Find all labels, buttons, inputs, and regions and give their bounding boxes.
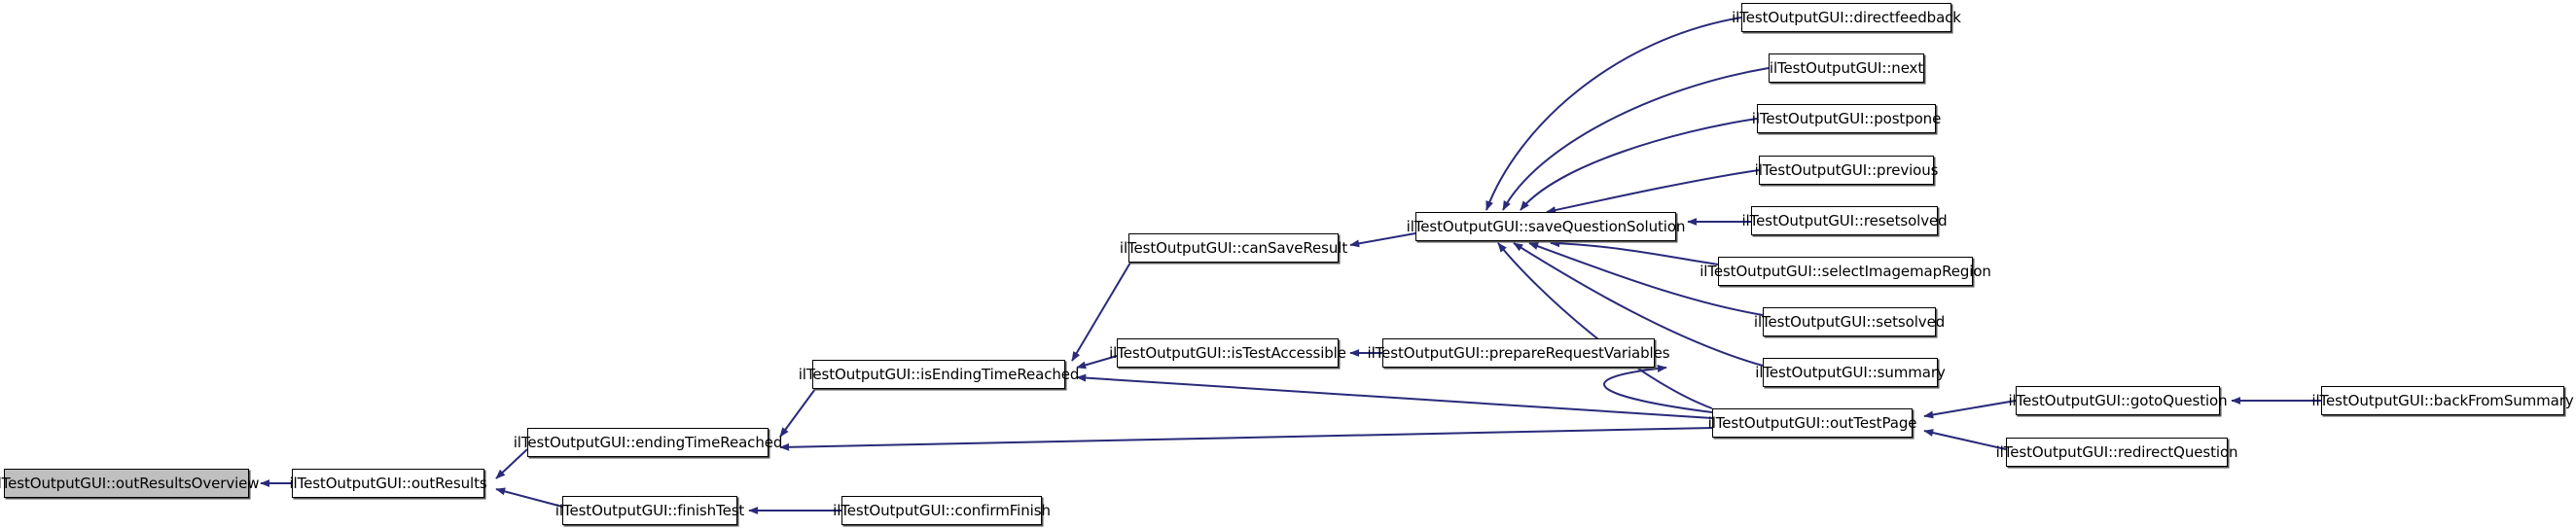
graph-node-label: ilTestOutputGUI::previous [1754,160,1939,179]
graph-edge-isEndingTimeReached-to-endingTimeReached [779,388,816,438]
graph-edge-next-to-saveQuestionSolution [1502,67,1770,211]
graph-node-isTestAccessible[interactable]: ilTestOutputGUI::isTestAccessible [1109,338,1346,368]
graph-node-label: ilTestOutputGUI::resetsolved [1741,211,1948,229]
graph-node-label: ilTestOutputGUI::setsolved [1753,312,1946,331]
graph-node-label: ilTestOutputGUI::isTestAccessible [1109,343,1346,362]
graph-node-directfeedback[interactable]: ilTestOutputGUI::directfeedback [1732,3,1961,32]
graph-node-label: ilTestOutputGUI::endingTimeReached [513,433,783,451]
graph-node-next[interactable]: ilTestOutputGUI::next [1769,53,1924,83]
graph-node-label: ilTestOutputGUI::outTestPage [1707,413,1917,432]
graph-node-label: ilTestOutputGUI::selectImagemapRegion [1699,262,1991,280]
graph-node-finishTest[interactable]: ilTestOutputGUI::finishTest [555,496,744,525]
graph-node-label: ilTestOutputGUI::canSaveResult [1119,238,1348,257]
graph-node-label: ilTestOutputGUI::summary [1755,363,1946,381]
graph-node-canSaveResult[interactable]: ilTestOutputGUI::canSaveResult [1120,233,1347,263]
graph-node-label: ilTestOutputGUI::prepareRequestVariables [1367,343,1670,362]
graph-edge-selectImagemapRegion-to-saveQuestionSolution [1550,239,1719,265]
graph-edge-outTestPage-to-saveQuestionSolution [1497,242,1713,409]
graph-node-prepareRequestVariables[interactable]: ilTestOutputGUI::prepareRequestVariables [1368,338,1670,368]
graph-edge-saveQuestionSolution-to-canSaveResult [1349,232,1416,248]
graph-node-saveQuestionSolution[interactable]: ilTestOutputGUI::saveQuestionSolution [1407,212,1685,241]
graph-node-label: ilTestOutputGUI::saveQuestionSolution [1406,217,1686,235]
graph-node-gotoQuestion[interactable]: ilTestOutputGUI::gotoQuestion [2008,386,2228,415]
graph-node-label: ilTestOutputGUI::postpone [1751,109,1942,127]
graph-edge-postpone-to-saveQuestionSolution [1520,118,1758,211]
graph-node-outTestPage[interactable]: ilTestOutputGUI::outTestPage [1708,408,1916,438]
graph-node-outResults[interactable]: ilTestOutputGUI::outResults [289,469,487,498]
graph-node-previous[interactable]: ilTestOutputGUI::previous [1755,156,1938,185]
graph-edge-outTestPage-to-endingTimeReached [779,427,1713,451]
graph-edge-endingTimeReached-to-outResults [495,448,528,479]
graph-node-redirectQuestion[interactable]: ilTestOutputGUI::redirectQuestion [1996,438,2238,467]
graph-node-selectImagemapRegion[interactable]: ilTestOutputGUI::selectImagemapRegion [1699,257,1991,286]
graph-node-backFromSummary[interactable]: ilTestOutputGUI::backFromSummary [2311,386,2574,415]
graph-node-label: ilTestOutputGUI::backFromSummary [2311,391,2574,409]
graph-node-isEndingTimeReached[interactable]: ilTestOutputGUI::isEndingTimeReached [799,360,1079,389]
graph-node-label: ilTestOutputGUI::redirectQuestion [1995,442,2238,461]
graph-edge-outTestPage-to-isEndingTimeReached [1076,373,1713,419]
graph-node-label: ilTestOutputGUI::confirmFinish [833,501,1051,519]
graph-node-label: ilTestOutputGUI::isEndingTimeReached [798,365,1080,383]
graph-node-confirmFinish[interactable]: ilTestOutputGUI::confirmFinish [833,496,1051,525]
graph-node-label: ilTestOutputGUI::outResultsOverview [0,474,260,492]
graph-node-setsolved[interactable]: ilTestOutputGUI::setsolved [1754,307,1945,336]
graph-node-resetsolved[interactable]: ilTestOutputGUI::resetsolved [1741,206,1948,235]
graph-node-label: ilTestOutputGUI::directfeedback [1732,8,1961,26]
graph-node-summary[interactable]: ilTestOutputGUI::summary [1755,358,1946,387]
graph-edge-previous-to-saveQuestionSolution [1546,169,1760,214]
graph-node-outResultsOverview[interactable]: ilTestOutputGUI::outResultsOverview [0,469,260,498]
graph-edge-outTestPage-to-prepareRequestVariables [1603,364,1713,413]
graph-node-endingTimeReached[interactable]: ilTestOutputGUI::endingTimeReached [514,428,782,457]
graph-node-label: ilTestOutputGUI::outResults [289,474,487,492]
graph-node-postpone[interactable]: ilTestOutputGUI::postpone [1752,104,1941,133]
graph-node-label: ilTestOutputGUI::finishTest [555,501,745,519]
graph-edge-directfeedback-to-saveQuestionSolution [1485,17,1742,211]
graph-node-label: ilTestOutputGUI::gotoQuestion [2008,391,2228,409]
graph-node-label: ilTestOutputGUI::next [1769,58,1924,77]
